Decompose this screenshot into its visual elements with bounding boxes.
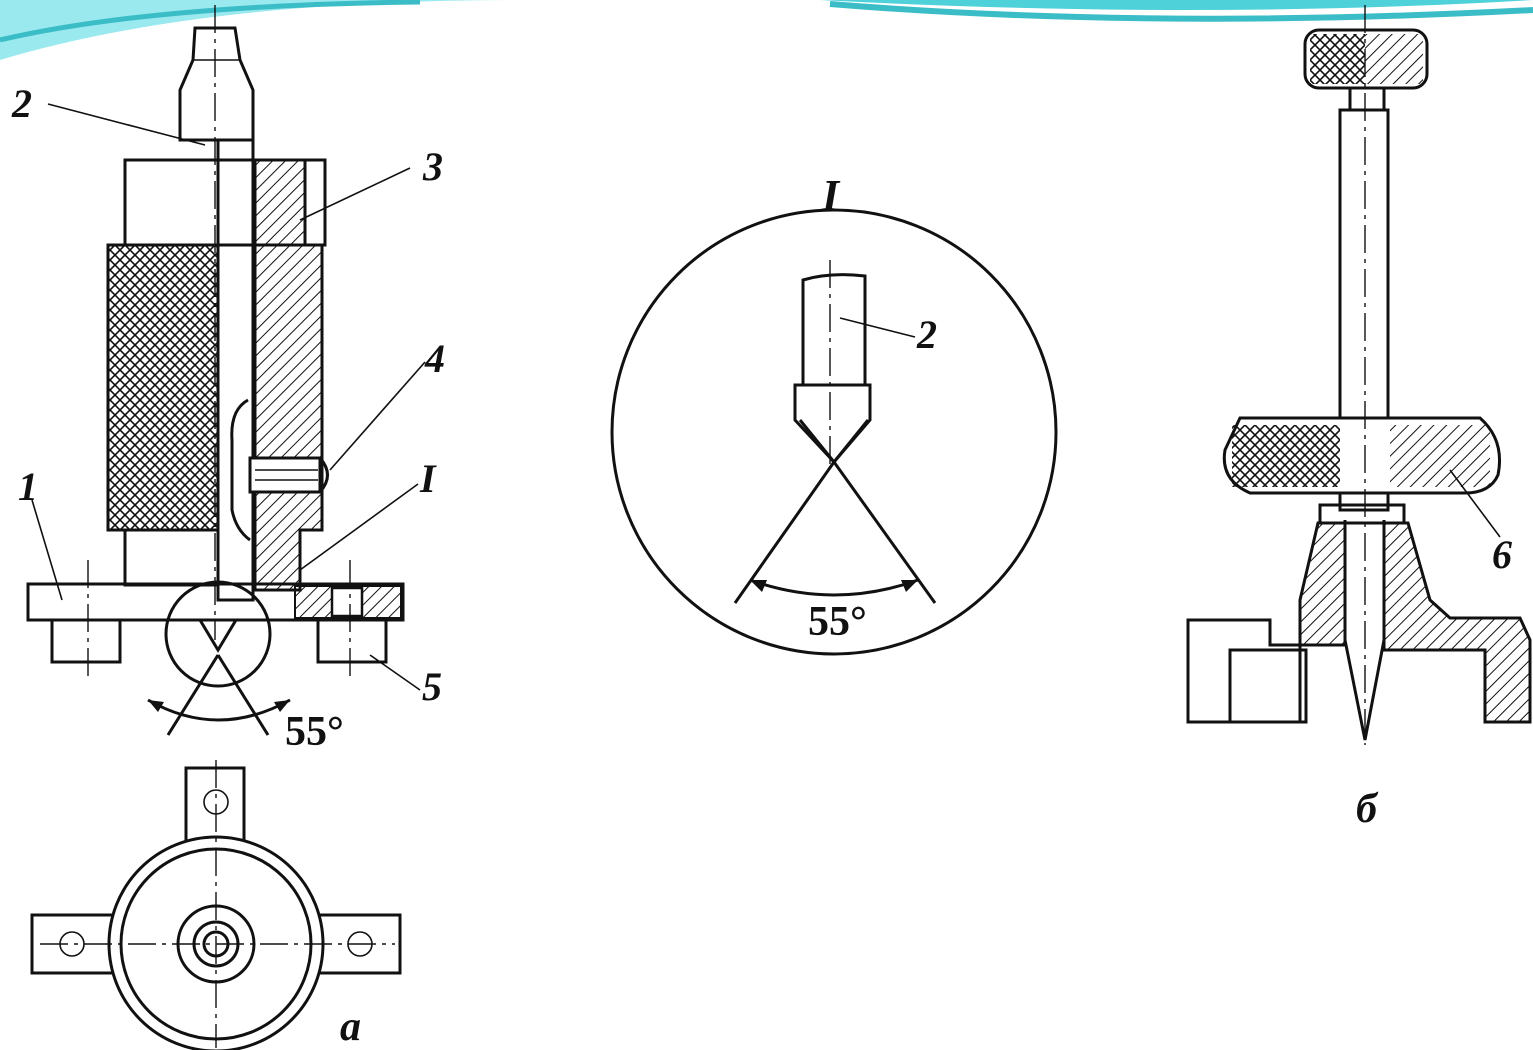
angle-label-a: 55° [285, 709, 344, 755]
banner-swoosh [0, 0, 1533, 60]
callout-5: 5 [422, 664, 442, 709]
caption-b: б [1356, 786, 1379, 832]
caption-a: а [340, 1004, 361, 1050]
view-a-device [26, 5, 426, 736]
detail-callout-2: 2 [916, 312, 937, 357]
callout-3: 3 [422, 144, 443, 189]
detail-I [610, 208, 1058, 656]
detail-title: I [821, 171, 841, 220]
callout-4: 4 [424, 336, 445, 381]
callout-2: 2 [11, 81, 32, 126]
view-a-plan [30, 760, 402, 1050]
callout-1: 1 [18, 464, 38, 509]
callout-6: 6 [1492, 532, 1512, 577]
callout-I: I [419, 456, 437, 501]
view-b-device [1186, 5, 1532, 745]
angle-label-detail: 55° [808, 599, 867, 645]
